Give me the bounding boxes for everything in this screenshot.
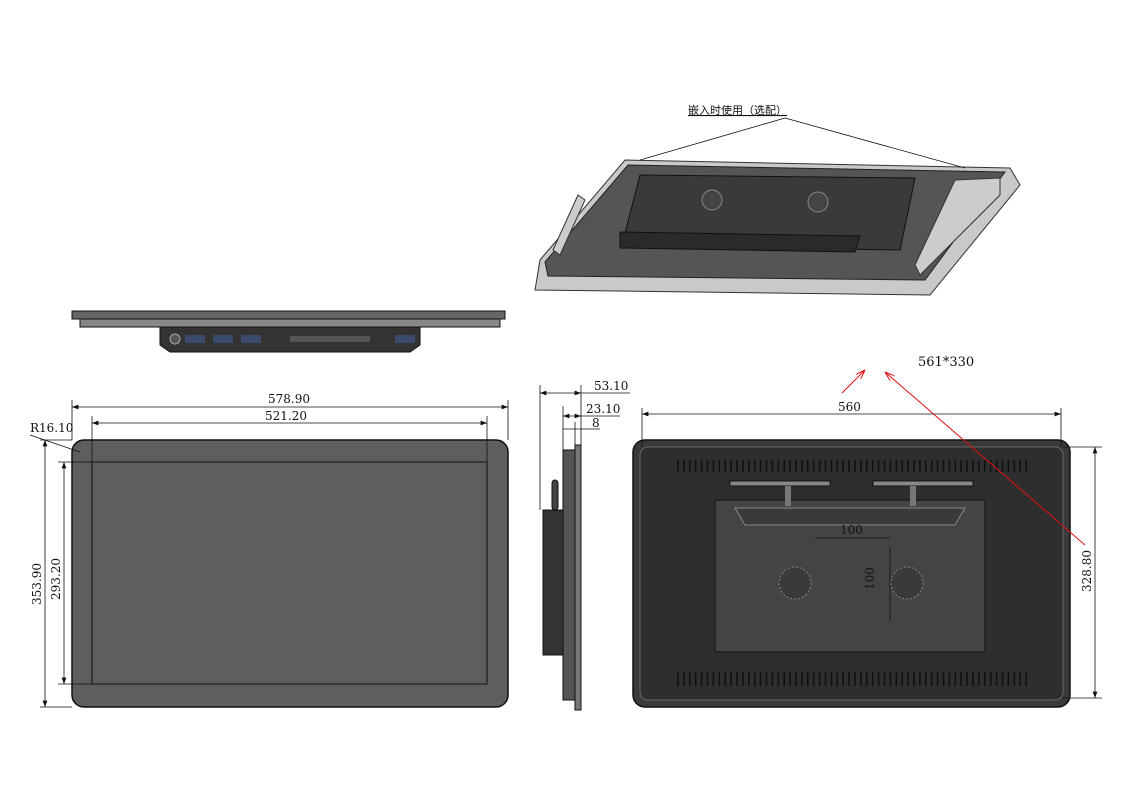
dim-corner-radius: R16.10 bbox=[30, 421, 73, 435]
dim-vesa-h: 100 bbox=[840, 523, 863, 537]
dim-width-screen: 521.20 bbox=[265, 409, 307, 423]
dim-width-mount: 560 bbox=[838, 400, 861, 414]
dim-height-outer: 353.90 bbox=[30, 563, 44, 605]
dim-width-outer: 578.90 bbox=[268, 392, 310, 406]
perspective-view: 嵌入时使用（选配） bbox=[534, 104, 1021, 296]
back-view: 100 100 560 328.80 561*330 bbox=[632, 355, 1102, 708]
top-edge-view bbox=[71, 310, 506, 353]
dim-bezel: 8 bbox=[592, 416, 600, 430]
cutout-size-label: 561*330 bbox=[918, 355, 974, 370]
annotation-note: 嵌入时使用（选配） bbox=[688, 104, 787, 117]
side-view: 53.10 23.10 8 bbox=[539, 379, 630, 711]
dim-vesa-v: 100 bbox=[863, 567, 877, 590]
dim-depth-total: 53.10 bbox=[594, 379, 628, 393]
dim-height-screen: 293.20 bbox=[49, 558, 63, 600]
dim-depth-body: 23.10 bbox=[586, 402, 620, 416]
dim-height-mount: 328.80 bbox=[1080, 550, 1094, 592]
front-view: 578.90 521.20 R16.10 353.90 293.20 bbox=[29, 392, 509, 708]
